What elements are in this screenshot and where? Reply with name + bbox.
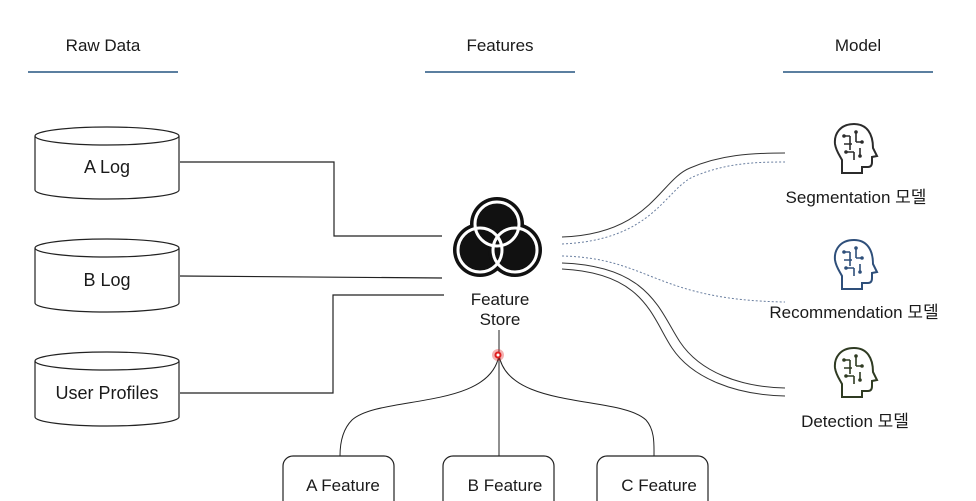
database-user-profiles	[34, 351, 180, 427]
header-underline-model	[783, 71, 933, 73]
connector-recommendation	[561, 255, 786, 303]
feature-store-line2: Store	[479, 310, 521, 329]
connector-segmentation	[561, 152, 786, 238]
model-label-recommendation: Recommendation 모델	[769, 303, 939, 322]
database-b-log	[34, 238, 180, 313]
header-underline-features	[425, 71, 575, 73]
feature-label-b: B Feature	[467, 476, 543, 495]
venn-circles-icon	[453, 197, 542, 277]
model-label-segmentation: Segmentation 모델	[785, 188, 927, 207]
connector-a-feature	[339, 354, 500, 457]
brain-circuit-icon	[833, 238, 879, 290]
cursor-dot	[492, 349, 504, 361]
feature-box-c	[596, 455, 709, 501]
feature-label-c: C Feature	[621, 476, 697, 495]
brain-circuit-icon	[833, 122, 879, 174]
connector-user-profiles	[180, 294, 444, 394]
source-label-b-log: B Log	[83, 270, 131, 290]
brain-circuit-icon	[833, 346, 879, 398]
source-label-user-profiles: User Profiles	[55, 383, 159, 403]
feature-label-a: A Feature	[306, 476, 380, 495]
feature-store-line1: Feature	[470, 290, 530, 309]
connector-detection	[561, 262, 786, 389]
connector-c-feature	[498, 354, 655, 457]
connector-a-log	[180, 161, 442, 237]
feature-box-a	[282, 455, 395, 501]
header-underline-raw-data	[28, 71, 178, 73]
model-label-detection: Detection 모델	[801, 412, 909, 431]
header-model: Model	[834, 36, 882, 55]
header-raw-data: Raw Data	[65, 36, 141, 55]
database-a-log	[34, 126, 180, 200]
feature-box-b	[442, 455, 555, 501]
source-label-a-log: A Log	[83, 157, 131, 177]
connector-b-log	[179, 275, 443, 279]
header-features: Features	[466, 36, 534, 55]
connector-detection-2	[561, 268, 786, 397]
feature-store-label: Feature Store	[440, 290, 560, 330]
